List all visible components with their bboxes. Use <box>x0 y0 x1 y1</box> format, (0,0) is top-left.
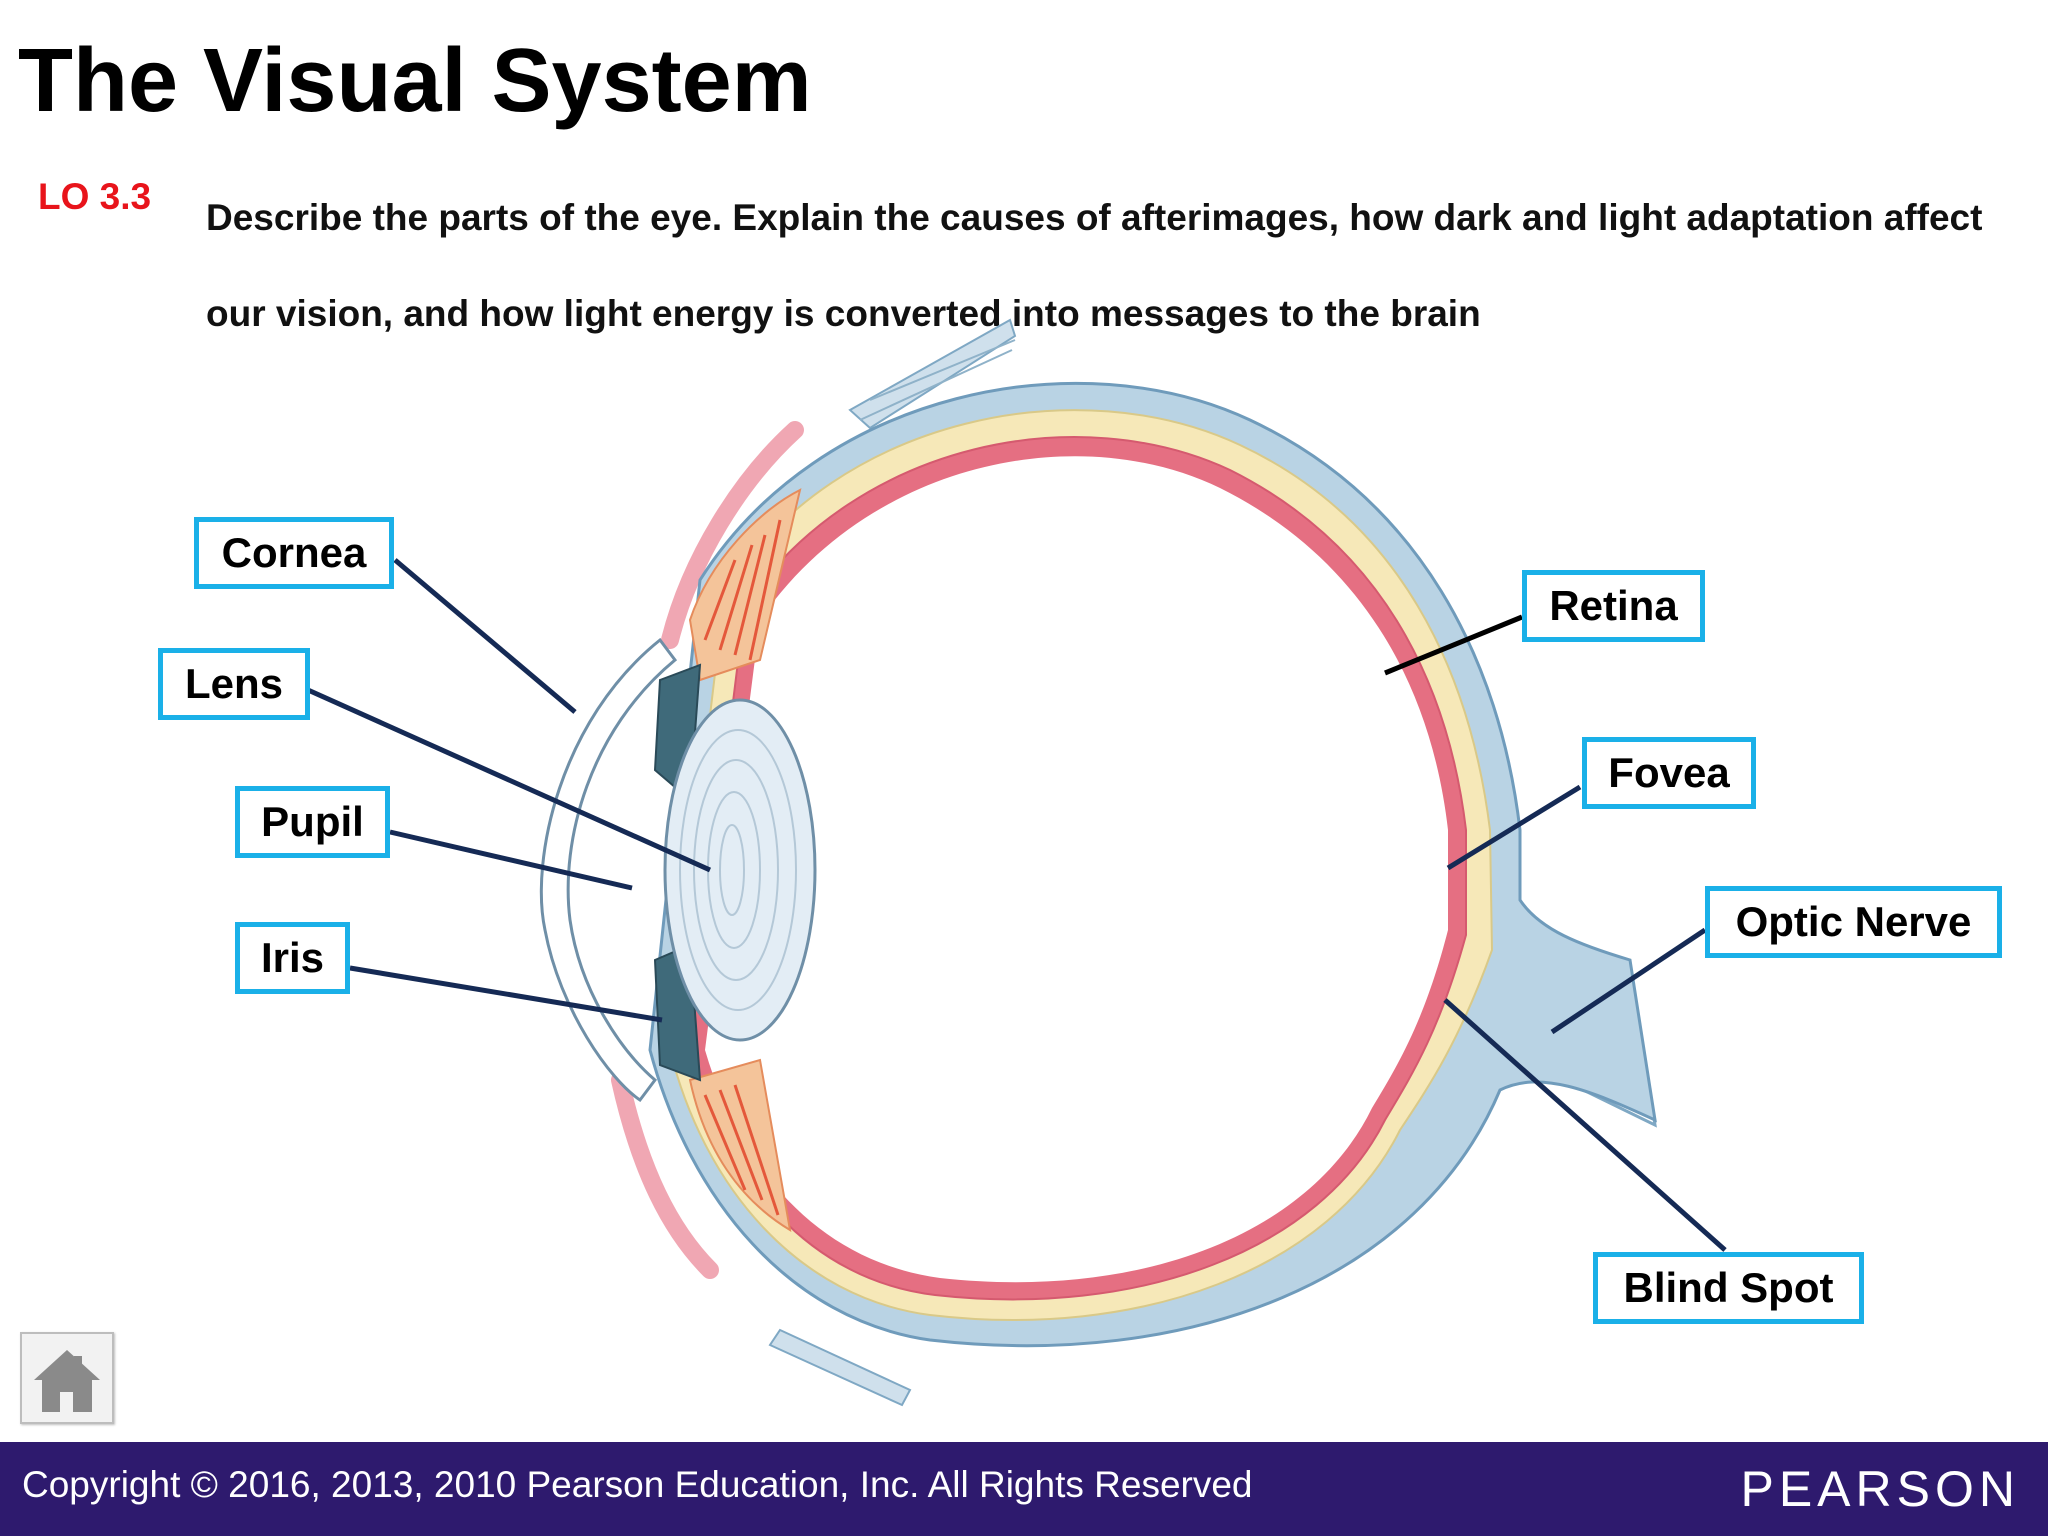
slide-title: The Visual System <box>18 31 812 131</box>
footer-bar: Copyright © 2016, 2013, 2010 Pearson Edu… <box>0 1442 2048 1536</box>
brand-logo: PEARSON <box>1740 1461 2020 1517</box>
lens-leader-line <box>306 687 712 873</box>
extraocular-muscle-bottom <box>768 1328 912 1407</box>
pupil-leader-line <box>389 829 633 891</box>
eyelid-bottom <box>611 1071 719 1279</box>
cornea-leader-line <box>393 558 577 714</box>
eye-diagram <box>306 318 1727 1407</box>
label-fovea: Fovea <box>1582 737 1756 809</box>
label-cornea: Cornea <box>194 517 394 589</box>
optic-nerve-leader-line <box>1550 927 1707 1035</box>
label-retina: Retina <box>1522 570 1705 642</box>
vitreous-body <box>705 456 1448 1283</box>
ciliary-body-top <box>688 488 802 682</box>
learning-objective-code: LO 3.3 <box>38 176 152 217</box>
lens-shape <box>663 698 817 1042</box>
copyright-text: Copyright © 2016, 2013, 2010 Pearson Edu… <box>22 1464 1253 1505</box>
blind-spot-leader-line <box>1443 998 1727 1252</box>
retina-leader-line <box>1384 614 1523 676</box>
learning-objective-text: Describe the parts of the eye. Explain t… <box>206 197 1983 334</box>
label-pupil: Pupil <box>235 786 390 858</box>
home-icon <box>34 1350 100 1412</box>
label-optic-nerve: Optic Nerve <box>1705 886 2002 958</box>
eyelid-top <box>661 421 804 649</box>
home-button[interactable] <box>20 1332 114 1424</box>
ciliary-body-bottom <box>688 1058 792 1232</box>
label-lens: Lens <box>158 648 310 720</box>
extraocular-muscle-top <box>848 318 1017 430</box>
iris-leader-line <box>349 965 663 1023</box>
fovea-leader-line <box>1446 784 1582 871</box>
label-iris: Iris <box>235 922 350 994</box>
leader-lines <box>306 558 1727 1252</box>
label-blind-spot: Blind Spot <box>1593 1252 1864 1324</box>
